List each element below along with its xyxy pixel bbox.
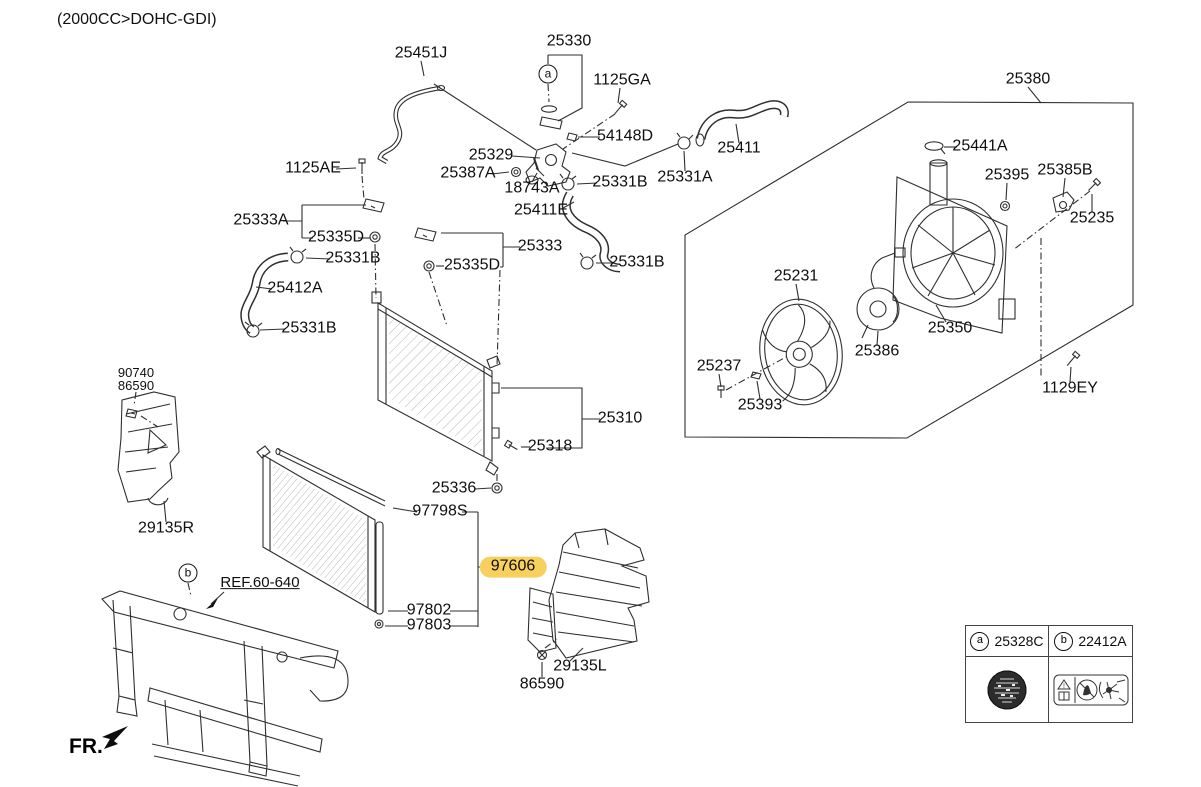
nut-icon	[423, 260, 435, 272]
bracket-icon	[414, 227, 437, 242]
clamp-icon	[289, 246, 307, 264]
part-label-18743A[interactable]: 18743A	[504, 179, 560, 197]
part-label-97606[interactable]: 97606	[479, 556, 547, 578]
part-label-25237[interactable]: 25237	[696, 357, 742, 375]
fan-assembly-box	[684, 101, 1134, 439]
part-label-90740[interactable]: 90740	[117, 365, 155, 381]
clamp-icon	[244, 321, 263, 338]
legend-entry-a: a 25328C	[966, 626, 1049, 657]
callout-marker-a[interactable]: a	[538, 64, 558, 84]
drain-plug-icon	[503, 439, 518, 450]
part-label-25329[interactable]: 25329	[468, 146, 514, 164]
part-label-97802[interactable]: 97802	[406, 601, 452, 619]
fan-caution-label-icon: !	[1053, 674, 1128, 705]
legend-marker-b: b	[1054, 631, 1074, 651]
part-label-25336[interactable]: 25336	[431, 479, 477, 497]
bolt-icon	[536, 649, 548, 661]
cooling-fan-drawing	[759, 298, 843, 406]
legend-marker-a: a	[970, 631, 990, 651]
part-label-25385B[interactable]: 25385B	[1037, 161, 1093, 179]
fr-direction-arrow	[102, 726, 128, 749]
part-label-25395[interactable]: 25395	[984, 166, 1030, 184]
part-label-25330[interactable]: 25330	[546, 32, 592, 50]
part-label-25411[interactable]: 25411	[717, 139, 761, 157]
legend-table: a 25328C b 22412A !	[965, 625, 1133, 723]
part-label-25412A[interactable]: 25412A	[267, 279, 323, 297]
sensor-icon	[1052, 191, 1075, 213]
part-label-25331B[interactable]: 25331B	[609, 253, 665, 271]
part-label-25333[interactable]: 25333	[517, 237, 563, 255]
callout-marker-b[interactable]: b	[178, 563, 198, 583]
hose-25451j-drawing	[377, 84, 446, 164]
part-label-25318[interactable]: 25318	[527, 437, 573, 455]
part-label-25310[interactable]: 25310	[597, 409, 643, 427]
legend-code-a: 25328C	[994, 633, 1044, 649]
radiator-cap-icon	[987, 670, 1027, 709]
fan-shroud-drawing	[892, 141, 1016, 334]
hose-25411e-drawing	[561, 191, 621, 273]
alignment-lines	[133, 83, 1091, 649]
part-label-25393[interactable]: 25393	[737, 396, 783, 414]
nut-icon	[369, 231, 381, 243]
part-label-REF.60-640[interactable]: REF.60-640	[220, 574, 300, 592]
air-guard-right-drawing	[117, 391, 180, 506]
fr-label: FR.	[69, 735, 103, 758]
part-label-25380[interactable]: 25380	[1005, 70, 1051, 88]
legend-code-b: 22412A	[1078, 633, 1127, 649]
bolt-icon	[614, 99, 628, 115]
part-label-25331B[interactable]: 25331B	[325, 249, 381, 267]
part-label-86590[interactable]: 86590	[519, 675, 565, 693]
part-label-25235[interactable]: 25235	[1069, 209, 1115, 227]
nut-icon	[510, 166, 522, 178]
part-label-86590[interactable]: 86590	[117, 378, 155, 394]
bracket-icon	[362, 198, 385, 213]
clamp-icon	[676, 132, 694, 150]
bolt-icon	[1066, 350, 1081, 366]
part-label-1125AE[interactable]: 1125AE	[285, 159, 341, 177]
hose-25411-drawing	[695, 100, 789, 147]
part-label-25231[interactable]: 25231	[773, 267, 819, 285]
part-label-25350[interactable]: 25350	[927, 319, 973, 337]
part-label-97803[interactable]: 97803	[406, 616, 452, 634]
part-label-25331A[interactable]: 25331A	[657, 168, 713, 186]
part-label-25335D[interactable]: 25335D	[307, 228, 365, 246]
part-label-25441A[interactable]: 25441A	[952, 137, 1008, 155]
carrier-drawing	[101, 590, 349, 787]
bolt-icon	[1088, 177, 1102, 191]
clamp-icon	[559, 173, 577, 191]
part-label-25335D[interactable]: 25335D	[443, 256, 501, 274]
part-label-29135L[interactable]: 29135L	[553, 657, 607, 675]
filler-neck-drawing	[525, 105, 571, 187]
bolt-icon	[358, 158, 366, 174]
part-label-54148D[interactable]: 54148D	[596, 127, 654, 145]
part-label-1125GA[interactable]: 1125GA	[593, 71, 651, 89]
nut-icon	[999, 200, 1011, 212]
part-label-25331B[interactable]: 25331B	[592, 173, 648, 191]
part-label-25387A[interactable]: 25387A	[440, 164, 496, 182]
part-label-25411E[interactable]: 25411E	[514, 201, 568, 219]
bolt-icon	[717, 385, 725, 398]
leader-lines	[163, 54, 1093, 677]
grommet-icon	[491, 482, 503, 494]
part-label-25386[interactable]: 25386	[854, 342, 900, 360]
clip-icon	[566, 132, 578, 142]
part-label-1129EY[interactable]: 1129EY	[1042, 379, 1098, 397]
part-label-25333A[interactable]: 25333A	[233, 211, 289, 229]
condenser-drawing	[256, 445, 386, 629]
air-guard-left-drawing	[527, 528, 650, 659]
radiator-drawing	[371, 291, 501, 476]
part-label-25331B[interactable]: 25331B	[281, 319, 337, 337]
clamp-icon	[579, 252, 597, 270]
engine-variant-label: (2000CC>DOHC-GDI)	[57, 11, 217, 28]
fan-motor-drawing	[856, 247, 906, 339]
legend-entry-b: b 22412A	[1049, 626, 1132, 657]
part-label-97798S[interactable]: 97798S	[412, 502, 468, 520]
part-label-25451J[interactable]: 25451J	[394, 44, 448, 62]
part-label-29135R[interactable]: 29135R	[137, 519, 195, 537]
svg-text:!: !	[1063, 683, 1065, 690]
